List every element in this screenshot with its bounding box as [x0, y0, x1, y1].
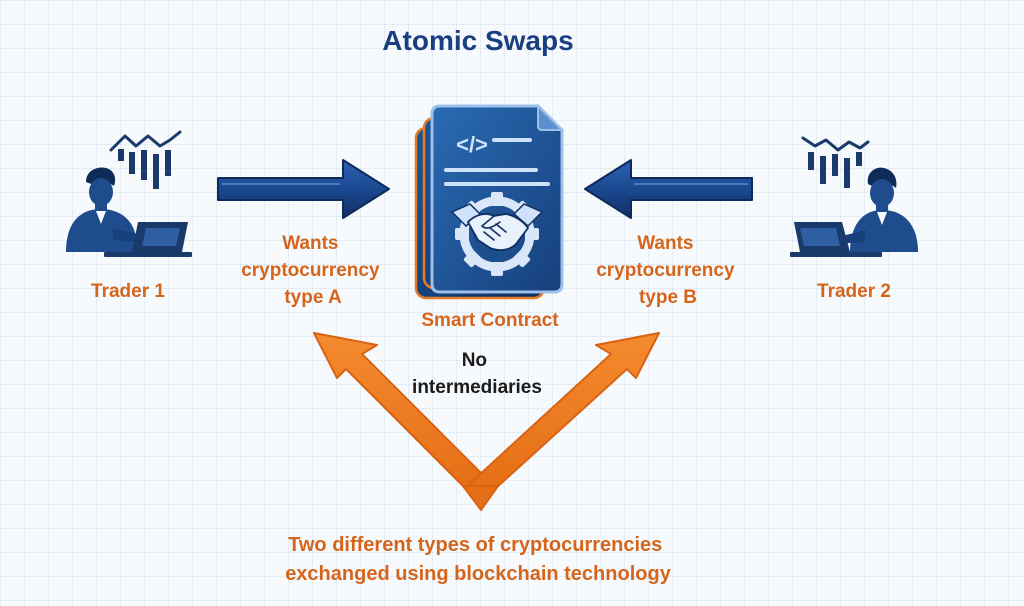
trader-2-label: Trader 2 [817, 281, 891, 302]
smart-contract-icon: </> [414, 103, 565, 300]
trader-1-want-label: Wants cryptocurrency type A [241, 233, 385, 308]
note-line-2: intermediaries [412, 377, 542, 398]
footer-line-2: exchanged using blockchain technology [285, 563, 672, 585]
want-right-line-2: cryptocurrency [596, 260, 735, 281]
trader-1-label: Trader 1 [91, 281, 165, 302]
arrow-trader-1-to-contract [217, 159, 390, 219]
exchange-v-arrow [313, 332, 660, 511]
trader-2-figure [790, 136, 918, 257]
svg-text:</>: </> [456, 132, 488, 157]
arrow-trader-2-to-contract [584, 159, 753, 219]
trader-1-figure [66, 130, 192, 257]
want-right-line-1: Wants [637, 233, 693, 254]
stock-chart-icon [109, 130, 182, 189]
want-left-line-2: cryptocurrency [241, 260, 380, 281]
trader-icon [66, 167, 146, 252]
laptop-icon [104, 222, 192, 257]
note-line-1: No [462, 350, 487, 371]
handshake-icon [450, 203, 544, 251]
diagram-title: Atomic Swaps [382, 25, 573, 56]
no-intermediaries-note: No intermediaries [412, 350, 542, 398]
stock-chart-icon [801, 136, 870, 188]
smart-contract-label: Smart Contract [421, 310, 559, 331]
laptop-icon [790, 222, 882, 257]
code-icon: </> [444, 132, 550, 186]
footer-line-1: Two different types of cryptocurrencies [288, 534, 662, 556]
want-left-line-3: type A [284, 287, 342, 308]
want-right-line-3: type B [639, 287, 697, 308]
footer-caption: Two different types of cryptocurrencies … [285, 534, 672, 585]
want-left-line-1: Wants [282, 233, 338, 254]
trader-2-want-label: Wants cryptocurrency type B [596, 233, 740, 308]
